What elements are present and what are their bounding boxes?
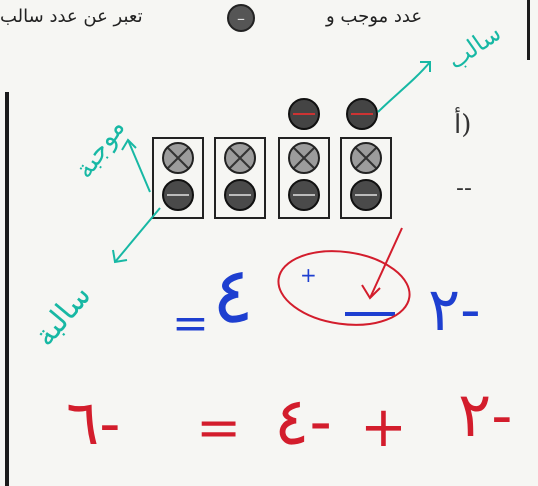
extra-negative-chip — [288, 98, 320, 130]
green-arrow — [121, 138, 151, 193]
extra-negative-chip — [346, 98, 378, 130]
chip-symbol: – — [237, 9, 245, 28]
green-arrow — [377, 61, 431, 113]
eq2-term-b: ٤- — [274, 383, 332, 460]
zero-pair-box — [278, 137, 330, 219]
left-border-line — [5, 92, 9, 486]
header-negative-chip-icon: – — [227, 4, 255, 32]
negative-annotation-top: سالب — [442, 19, 506, 75]
answer-line: -- — [456, 176, 472, 201]
eq1-equals: = — [172, 298, 209, 349]
eq1-term-b: ٤ — [212, 251, 254, 341]
red-circle-mark — [277, 250, 411, 326]
eq2-result: ٦- — [66, 386, 120, 459]
green-arrow — [112, 207, 161, 264]
header-positive-text: عدد موجب و — [326, 6, 423, 27]
eq2-equals: = — [196, 396, 241, 459]
header-negative-text: تعبر عن عدد سالب — [0, 6, 143, 27]
zero-pair-box — [152, 137, 204, 219]
red-arrow — [361, 227, 403, 300]
zero-pair-box — [214, 137, 266, 219]
right-border-line — [527, 0, 530, 60]
eq1-b-sign: + — [300, 263, 317, 287]
question-label: أ) — [454, 110, 472, 140]
eq1-term-a: ٢- — [428, 275, 481, 345]
eq2-term-a: ٢- — [458, 378, 512, 451]
zero-pair-box — [340, 137, 392, 219]
eq2-plus: + — [360, 395, 407, 460]
negative-annotation-left: سالبة — [27, 278, 98, 353]
